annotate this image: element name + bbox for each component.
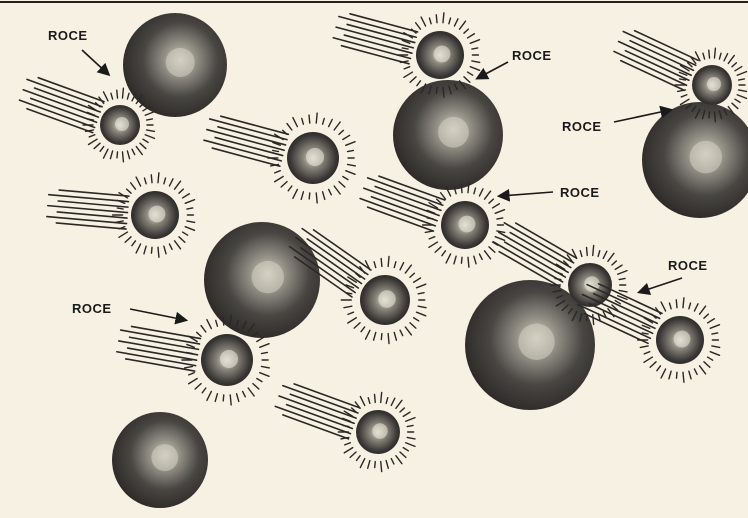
roce-arrow [82, 50, 108, 74]
large-cell-3 [642, 102, 748, 218]
roce-label-text: ROCE [512, 48, 552, 63]
roce-arrow [130, 309, 185, 320]
tail-lines [47, 190, 129, 229]
roce-label-2: ROCE [478, 48, 552, 78]
roce-label-5: ROCE [72, 301, 185, 320]
tail-lines [117, 326, 201, 371]
large-cell-2 [393, 80, 503, 190]
tail-lines [333, 14, 417, 64]
roce-label-text: ROCE [560, 185, 600, 200]
small-cell-4 [204, 113, 355, 203]
small-cell-6 [360, 176, 505, 267]
roce-label-text: ROCE [48, 28, 88, 43]
large-cell-4 [204, 222, 320, 338]
large-cell-6 [112, 412, 208, 508]
roce-label-text: ROCE [668, 258, 708, 273]
roce-label-text: ROCE [562, 119, 602, 134]
tail-lines [275, 384, 360, 439]
small-cell-5 [47, 173, 195, 257]
small-cell-11 [275, 384, 415, 472]
roce-label-1: ROCE [48, 28, 108, 74]
tail-lines [493, 223, 576, 287]
roce-label-text: ROCE [72, 301, 112, 316]
roce-arrow [640, 278, 682, 292]
roce-arrow [500, 192, 553, 196]
tail-lines [614, 31, 698, 90]
roce-label-6: ROCE [640, 258, 708, 292]
roce-arrow [478, 62, 508, 78]
roce-label-4: ROCE [500, 185, 600, 200]
tail-lines [204, 116, 288, 166]
large-cells-group [112, 13, 748, 508]
